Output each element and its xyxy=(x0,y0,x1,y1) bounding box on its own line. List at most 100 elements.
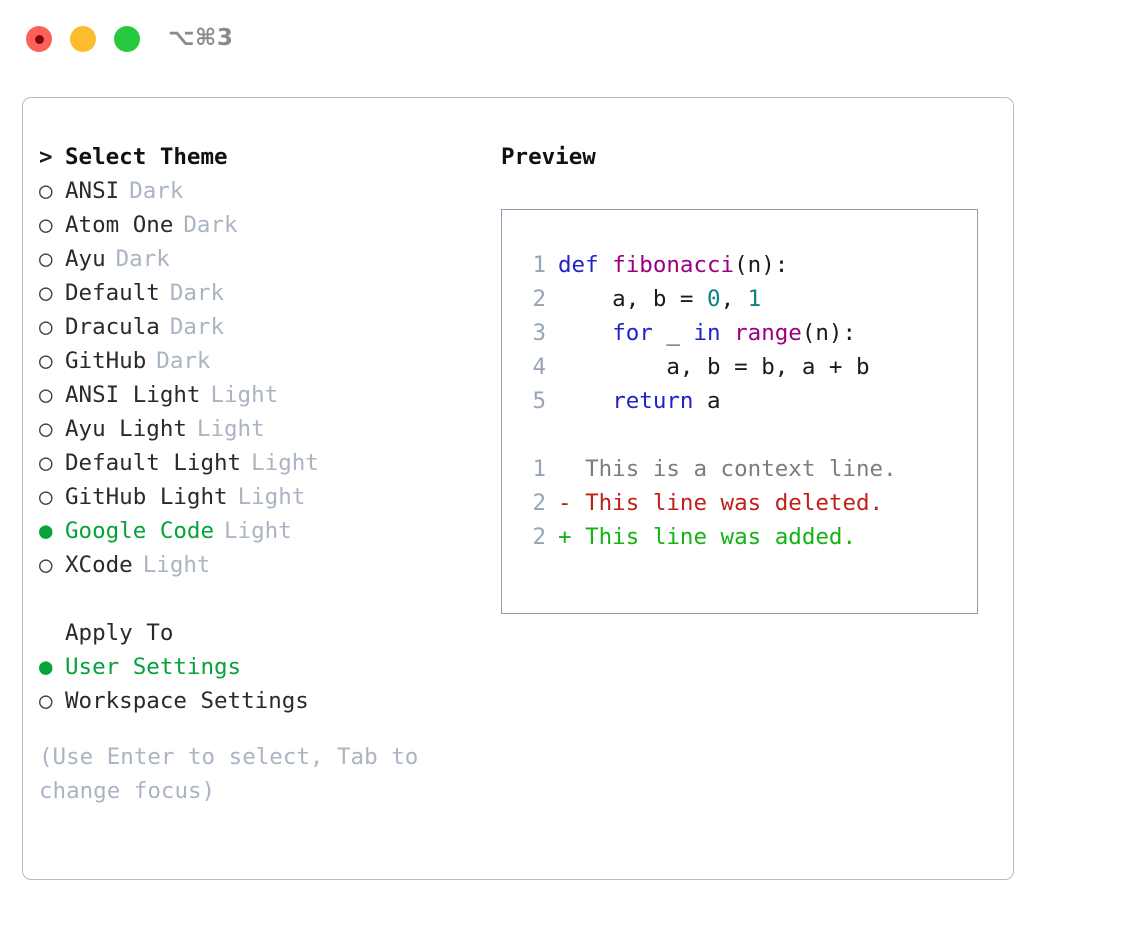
radio-unselected-icon[interactable]: ○ xyxy=(39,314,53,340)
line-number: 2 xyxy=(532,490,546,516)
apply-to-workspace-settings[interactable]: ○ Workspace Settings xyxy=(39,684,489,718)
code-blank-line xyxy=(520,418,977,452)
theme-name: Atom One xyxy=(65,212,174,238)
keyboard-hint-text: (Use Enter to select, Tab to change focu… xyxy=(39,744,419,804)
theme-item-github-light[interactable]: ○ GitHub Light Light xyxy=(39,480,489,514)
line-number: 2 xyxy=(532,524,546,550)
theme-name: Ayu xyxy=(65,246,106,272)
theme-name: Default Light xyxy=(65,450,242,476)
theme-item-dracula-dark[interactable]: ○ Dracula Dark xyxy=(39,310,489,344)
code-token: return xyxy=(612,388,694,414)
minimize-button[interactable] xyxy=(70,26,96,52)
theme-item-default-light[interactable]: ○ Default Light Light xyxy=(39,446,489,480)
code-token: 1 xyxy=(747,286,762,312)
diff-sign: - xyxy=(558,490,572,516)
theme-variant: Light xyxy=(196,416,265,442)
radio-unselected-icon[interactable]: ○ xyxy=(39,382,53,408)
preview-box: 1 def fibonacci (n): 2 a, b = 0 , 1 3 fo xyxy=(501,209,978,614)
main-panel: > Select Theme ○ ANSI Dark ○ Atom One Da… xyxy=(22,97,1014,880)
maximize-button[interactable] xyxy=(114,26,140,52)
diff-sign: + xyxy=(558,524,572,550)
close-button[interactable] xyxy=(26,26,52,52)
line-number: 2 xyxy=(532,286,546,312)
theme-name: Google Code xyxy=(65,518,215,544)
theme-variant: Light xyxy=(210,382,279,408)
code-line: 1 def fibonacci (n): xyxy=(520,248,977,282)
radio-unselected-icon[interactable]: ○ xyxy=(39,450,53,476)
diff-line-context: 1 This is a context line. xyxy=(520,452,977,486)
apply-to-title: Apply To xyxy=(65,620,174,646)
theme-name: GitHub xyxy=(65,348,147,374)
code-line: 3 for _ in range (n): xyxy=(520,316,977,350)
diff-line-deleted: 2 - This line was deleted. xyxy=(520,486,977,520)
code-token: a, b = xyxy=(558,286,708,312)
theme-list-header: > Select Theme xyxy=(39,140,489,174)
line-number: 1 xyxy=(532,456,546,482)
theme-variant: Light xyxy=(237,484,306,510)
code-token: for xyxy=(612,320,653,346)
theme-variant: Light xyxy=(251,450,319,476)
code-token: _ xyxy=(652,320,694,346)
code-token: (n): xyxy=(801,320,857,346)
preview-column: Preview 1 def fibonacci (n): 2 a, b = 0 … xyxy=(501,140,1001,614)
theme-item-ayu-dark[interactable]: ○ Ayu Dark xyxy=(39,242,489,276)
theme-name: GitHub Light xyxy=(65,484,228,510)
radio-unselected-icon[interactable]: ○ xyxy=(39,688,53,714)
caret-icon: > xyxy=(39,144,53,170)
theme-variant: Dark xyxy=(115,246,170,272)
theme-name: Dracula xyxy=(65,314,160,340)
page-title: Select Theme xyxy=(65,144,228,170)
theme-item-google-code[interactable]: ● Google Code Light xyxy=(39,514,489,548)
keyboard-shortcut-label: ⌥⌘3 xyxy=(168,25,234,51)
theme-item-ansi-light[interactable]: ○ ANSI Light Light xyxy=(39,378,489,412)
theme-item-atom-one-dark[interactable]: ○ Atom One Dark xyxy=(39,208,489,242)
radio-unselected-icon[interactable]: ○ xyxy=(39,348,53,374)
apply-to-user-settings[interactable]: ● User Settings xyxy=(39,650,489,684)
radio-selected-icon[interactable]: ● xyxy=(39,518,53,544)
radio-unselected-icon[interactable]: ○ xyxy=(39,552,53,578)
diff-text: This line was deleted. xyxy=(571,490,884,516)
apply-to-option-label: Workspace Settings xyxy=(65,688,309,714)
code-token: (n): xyxy=(734,252,789,278)
diff-line-added: 2 + This line was added. xyxy=(520,520,977,554)
radio-unselected-icon[interactable]: ○ xyxy=(39,178,53,204)
theme-selector-column: > Select Theme ○ ANSI Dark ○ Atom One Da… xyxy=(39,140,489,808)
theme-variant: Light xyxy=(224,518,292,544)
code-line: 5 return a xyxy=(520,384,977,418)
theme-name: Default xyxy=(65,280,160,306)
line-number: 1 xyxy=(532,252,546,278)
apply-to-option-label: User Settings xyxy=(65,654,242,680)
list-spacer xyxy=(39,582,489,616)
theme-name: ANSI xyxy=(65,178,120,204)
theme-item-ansi-dark[interactable]: ○ ANSI Dark xyxy=(39,174,489,208)
code-token xyxy=(558,316,612,350)
radio-unselected-icon[interactable]: ○ xyxy=(39,212,53,238)
preview-title: Preview xyxy=(501,144,596,170)
radio-selected-icon[interactable]: ● xyxy=(39,654,53,680)
radio-unselected-icon[interactable]: ○ xyxy=(39,416,53,442)
line-number: 5 xyxy=(532,388,546,414)
line-number: 4 xyxy=(532,354,546,380)
theme-item-default-dark[interactable]: ○ Default Dark xyxy=(39,276,489,310)
theme-item-github-dark[interactable]: ○ GitHub Dark xyxy=(39,344,489,378)
theme-variant: Dark xyxy=(183,212,238,238)
diff-text: This is a context line. xyxy=(571,456,897,482)
diff-text: This line was added. xyxy=(571,524,857,550)
diff-sign xyxy=(558,452,572,486)
code-token xyxy=(721,316,735,350)
theme-name: XCode xyxy=(65,552,133,578)
radio-unselected-icon[interactable]: ○ xyxy=(39,246,53,272)
radio-unselected-icon[interactable]: ○ xyxy=(39,280,53,306)
radio-unselected-icon[interactable]: ○ xyxy=(39,484,53,510)
theme-name: ANSI Light xyxy=(65,382,201,408)
code-token xyxy=(558,384,612,418)
theme-variant: Dark xyxy=(129,178,184,204)
code-token: in xyxy=(693,320,721,346)
window-controls xyxy=(26,26,140,52)
theme-item-ayu-light[interactable]: ○ Ayu Light Light xyxy=(39,412,489,446)
code-token: a, b = b, a + b xyxy=(558,354,870,380)
theme-item-xcode[interactable]: ○ XCode Light xyxy=(39,548,489,582)
title-bar: ⌥⌘3 xyxy=(0,0,1140,80)
code-token: a xyxy=(693,388,721,414)
